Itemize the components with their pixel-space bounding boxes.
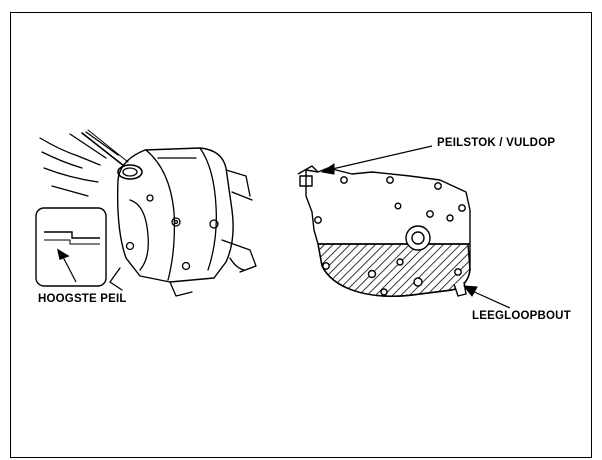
highest-level-label: HOOGSTE PEIL — [38, 293, 127, 305]
diagram-frame — [10, 12, 592, 458]
dipstick-filler-cap-label: PEILSTOK / VULDOP — [437, 137, 556, 149]
left-engine-illustration — [39, 129, 257, 297]
dipstick-leader-arrow — [320, 145, 433, 175]
drain-bolt-label: LEEGLOOPBOUT — [472, 310, 571, 322]
dipstick-level-inset — [35, 207, 107, 287]
drain-bolt-leader-arrow — [462, 285, 511, 309]
right-crankcase-illustration — [297, 165, 471, 297]
oil-level-hatch — [317, 243, 471, 297]
